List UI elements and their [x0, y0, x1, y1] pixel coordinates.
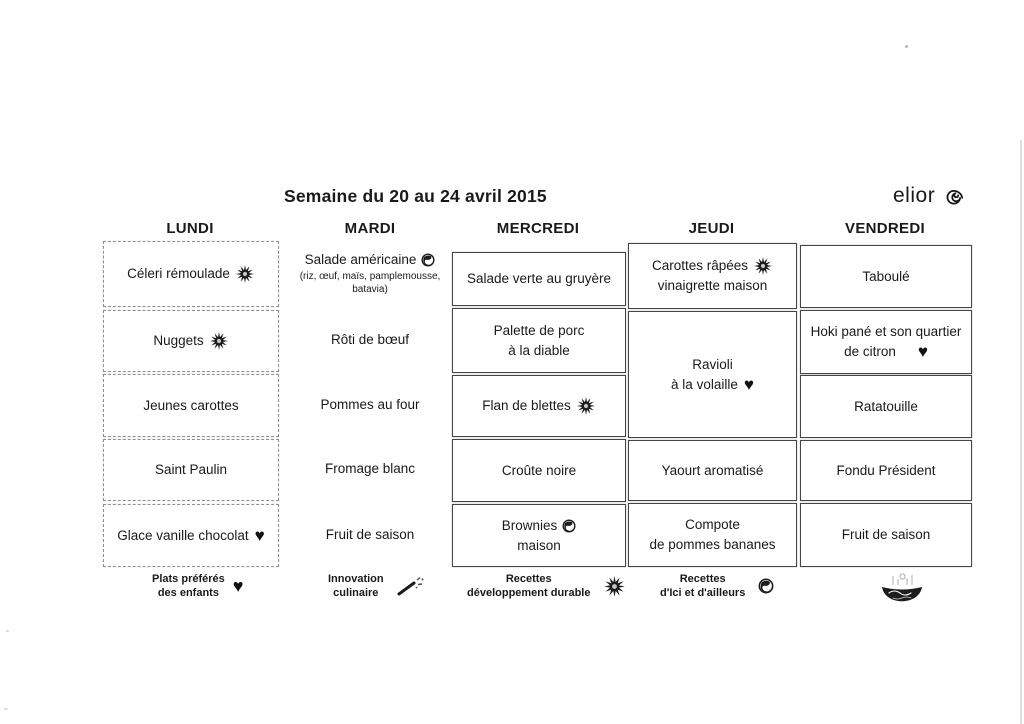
- menu-cell-lundi-dessert: Glace vanille chocolat ♥: [103, 504, 279, 567]
- day-header-mardi: MARDI: [344, 220, 396, 237]
- sun-icon: [235, 264, 255, 284]
- scan-speck: [4, 708, 8, 710]
- menu-cell-subtext: (riz, œuf, maïs, pamplemousse, batavia): [299, 271, 441, 295]
- scan-speck: [905, 45, 908, 48]
- globe-icon: [421, 252, 435, 267]
- day-header-lundi: LUNDI: [166, 220, 214, 237]
- menu-cell-mardi-fromage: Fromage blanc: [283, 439, 457, 499]
- menu-cell-jeudi-dessert: Compote de pommes bananes: [628, 503, 797, 567]
- menu-cell-mercredi-dessert: Brownies maison: [452, 504, 626, 567]
- sun-icon: [576, 396, 596, 416]
- brand-logo: elior: [893, 183, 969, 208]
- menu-cell-mercredi-entree: Salade verte au gruyère: [452, 252, 626, 306]
- menu-cell-jeudi-plat: Ravioli à la volaille ♥: [628, 311, 797, 438]
- menu-cell-vendredi-fromage: Fondu Président: [800, 440, 972, 501]
- menu-cell-jeudi-fromage: Yaourt aromatisé: [628, 440, 797, 501]
- spiral-icon: [944, 183, 969, 208]
- menu-cell-vendredi-entree: Taboulé: [800, 245, 972, 308]
- menu-cell-mardi-entree: Salade américaine (riz, œuf, maïs, pampl…: [283, 241, 457, 305]
- menu-cell-mercredi-fromage: Croûte noire: [452, 439, 626, 502]
- menu-cell-mercredi-legume: Flan de blettes: [452, 375, 626, 437]
- brand-name: elior: [893, 183, 936, 207]
- sun-icon: [603, 575, 626, 598]
- page-title: Semaine du 20 au 24 avril 2015: [284, 186, 547, 206]
- legend-ici-et-ailleurs: Recettes d'Ici et d'ailleurs: [660, 572, 774, 601]
- menu-cell-lundi-fromage: Saint Paulin: [103, 439, 279, 501]
- menu-cell-mardi-dessert: Fruit de saison: [283, 504, 457, 565]
- heart-icon: ♥: [917, 342, 928, 362]
- heart-icon: ♥: [254, 526, 265, 545]
- heart-icon: ♥: [743, 374, 754, 394]
- legend-developpement-durable: Recettes développement durable: [467, 572, 626, 601]
- globe-icon: [562, 519, 576, 533]
- menu-cell-lundi-legume: Jeunes carottes: [103, 374, 279, 437]
- menu-cell-mardi-plat: Rôti de bœuf: [283, 310, 457, 370]
- sun-icon: [753, 256, 773, 276]
- menu-cell-vendredi-plat: Hoki pané et son quartier de citron ♥: [800, 310, 972, 374]
- day-header-jeudi: JEUDI: [688, 220, 735, 237]
- distributor-logo: [876, 568, 928, 617]
- menu-cell-lundi-plat: Nuggets: [103, 310, 279, 372]
- heart-icon: ♥: [232, 576, 244, 597]
- legend-innovation-culinaire: Innovation culinaire: [328, 572, 425, 601]
- scan-artifact-line: [1020, 140, 1022, 724]
- day-header-mercredi: MERCREDI: [496, 220, 580, 237]
- day-header-vendredi: VENDREDI: [845, 220, 925, 237]
- menu-cell-vendredi-dessert: Fruit de saison: [800, 503, 972, 567]
- legend-plats-preferes: Plats préférés des enfants ♥: [152, 573, 244, 600]
- sun-icon: [209, 331, 229, 351]
- menu-cell-vendredi-legume: Ratatouille: [800, 375, 972, 438]
- magic-wand-icon: [397, 576, 425, 596]
- scan-speck: [6, 630, 9, 632]
- menu-cell-mardi-legume: Pommes au four: [283, 374, 457, 435]
- menu-cell-lundi-entree: Céleri rémoulade: [103, 241, 279, 307]
- globe-icon: [758, 578, 774, 594]
- menu-cell-jeudi-entree: Carottes râpées vinaigrette maison: [628, 243, 797, 309]
- menu-cell-mercredi-plat: Palette de porc à la diable: [452, 308, 626, 373]
